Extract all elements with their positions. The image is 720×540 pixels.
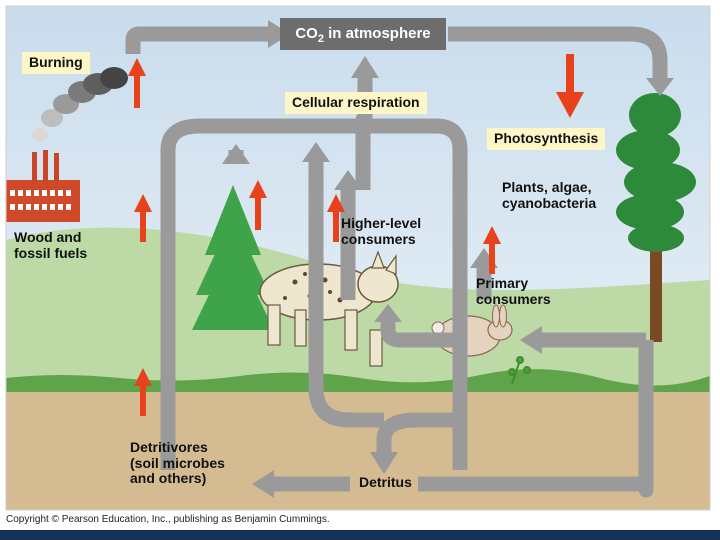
plants-label: Plants, algae, cyanobacteria: [502, 179, 597, 211]
primary-label-line2: consumers: [476, 290, 551, 307]
wood-fossil-fuels-label: Wood and fossil fuels: [14, 229, 88, 261]
co2-atmosphere-box: CO2 in atmosphere: [280, 18, 446, 50]
factory-icon: [6, 150, 80, 222]
diagram-frame: [5, 5, 711, 511]
detritivores-label: Detritivores (soil microbes and others): [130, 439, 225, 487]
evergreen-tree-icon: [192, 185, 274, 330]
red-down-arrow-icon: [556, 54, 584, 118]
tall-tree-icon: [616, 93, 696, 342]
flow-arrowheads: [222, 20, 674, 498]
red-up-arrow-icon: [327, 194, 345, 242]
co2-label: CO: [295, 25, 318, 42]
higher-label-line1: Higher-level: [341, 215, 422, 231]
plants-label-line2: cyanobacteria: [502, 194, 597, 211]
wood-label-line1: Wood and: [14, 229, 82, 245]
higher-level-consumers-label: Higher-level consumers: [341, 215, 422, 247]
detritivores-label-line3: and others): [130, 470, 207, 487]
plants-label-line1: Plants, algae,: [502, 179, 592, 195]
copyright-text: Copyright © Pearson Education, Inc., pub…: [6, 514, 330, 525]
primary-consumers-label: Primary consumers: [476, 275, 551, 307]
bottom-bar: [0, 530, 720, 540]
detritus-label: Detritus: [359, 474, 412, 490]
wood-label-line2: fossil fuels: [14, 244, 88, 261]
red-up-arrow-icon: [249, 180, 267, 230]
photosynthesis-label: Photosynthesis: [487, 128, 606, 150]
carbon-flow-arrows: [125, 26, 668, 498]
red-up-arrow-icon: [483, 226, 501, 274]
red-up-arrow-icon: [134, 368, 152, 416]
primary-label-line1: Primary: [476, 275, 529, 291]
higher-label-line2: consumers: [341, 230, 416, 247]
cellular-respiration-label: Cellular respiration: [285, 92, 427, 114]
detritivores-label-line2: (soil microbes: [130, 454, 225, 471]
co2-subscript: 2: [317, 33, 324, 45]
smoke-plume-icon: [32, 67, 128, 142]
red-up-arrow-icon: [128, 58, 146, 108]
co2-rest-label: in atmosphere: [323, 25, 431, 42]
increase-arrows: [128, 54, 584, 416]
small-plant-icon: [508, 356, 531, 385]
grass-strip: [6, 369, 710, 392]
red-up-arrow-icon: [134, 194, 152, 242]
burning-label: Burning: [22, 52, 90, 74]
detritivores-label-line1: Detritivores: [130, 439, 208, 455]
